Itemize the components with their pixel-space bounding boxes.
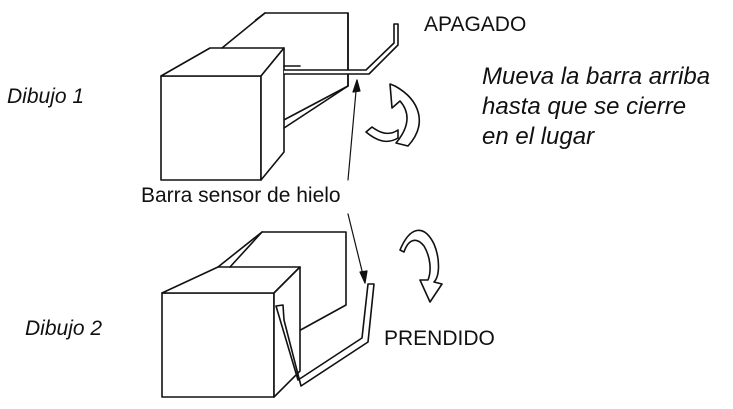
ice-maker-1	[160, 12, 399, 181]
instruction-line: Mueva la barra arriba	[482, 63, 711, 90]
drawing-1-label: Dibujo 1	[7, 85, 85, 108]
curved-arrow-down-icon	[399, 229, 443, 303]
instruction-line: en el lugar	[482, 123, 595, 150]
curved-arrow-up-icon	[365, 83, 421, 147]
bar-leaders	[347, 79, 368, 284]
ice-sensor-bar-on	[275, 283, 375, 387]
on-state-label: PRENDIDO	[384, 327, 495, 350]
ice-sensor-bar-off	[283, 23, 399, 75]
instruction-text: Mueva la barra arriba hasta que se cierr…	[482, 62, 710, 152]
ice-maker-2	[161, 231, 375, 398]
sensor-bar-label: Barra sensor de hielo	[141, 184, 341, 207]
off-state-label: APAGADO	[424, 13, 527, 36]
drawing-2-label: Dibujo 2	[25, 317, 103, 340]
instruction-line: hasta que se cierre	[482, 93, 687, 120]
